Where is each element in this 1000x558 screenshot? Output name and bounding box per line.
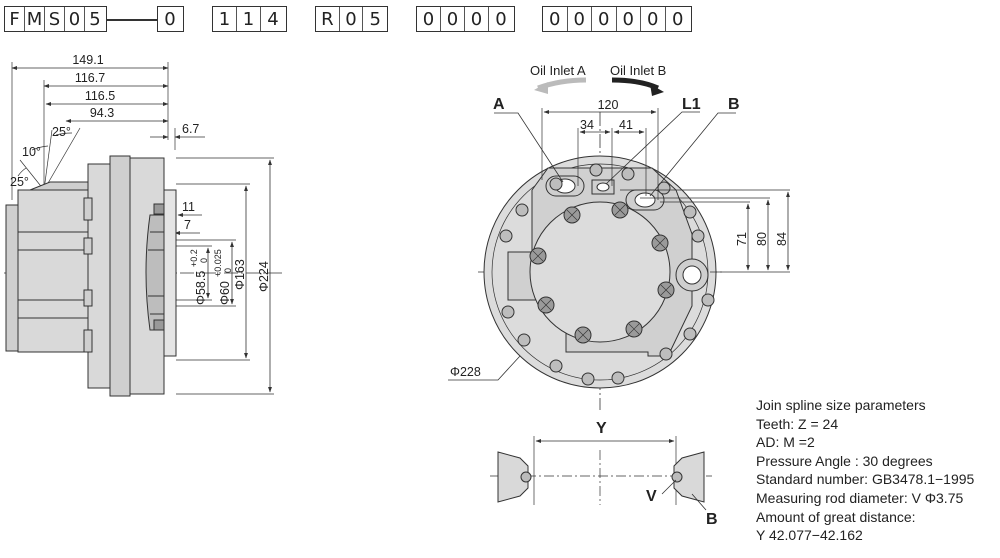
dim-d60-upper: +0.025 <box>213 249 223 277</box>
dim-41: 41 <box>619 118 633 132</box>
code-char: 0 <box>672 8 684 30</box>
dim-6-7: 6.7 <box>182 122 199 136</box>
dim-d228: Φ228 <box>450 365 481 379</box>
dim-d60-base: Φ60 <box>218 281 232 305</box>
code-char: 0 <box>417 7 441 31</box>
spec-teeth: Teeth: Z = 24 <box>756 415 839 432</box>
spec-standard: Standard number: GB3478.1−1995 <box>756 471 975 488</box>
spline-view <box>490 436 712 511</box>
code-char: 0 <box>641 7 666 31</box>
code-char: 1 <box>237 7 261 31</box>
dim-d58-lower: 0 <box>199 258 209 263</box>
oil-inlet-a-label: Oil Inlet A <box>530 63 586 78</box>
code-char: 0 <box>495 8 507 30</box>
code-char: 0 <box>592 7 617 31</box>
code-group-2: 0 <box>157 6 184 32</box>
spec-module: AD: M =2 <box>756 434 815 451</box>
code-char: 0 <box>340 7 364 31</box>
dim-149: 149.1 <box>72 53 103 67</box>
angle-25-top: 25° <box>52 125 71 139</box>
spline-parameters: Join spline size parameters Teeth: Z = 2… <box>756 396 974 545</box>
port-l1-label: L1 <box>682 96 701 113</box>
dim-d58-base: Φ58.5 <box>194 271 208 305</box>
spec-distance-value: Y 42.077−42.162 <box>756 527 863 544</box>
front-view <box>448 77 790 410</box>
code-char: F <box>5 7 25 31</box>
code-char: M <box>25 7 45 31</box>
code-char: 0 <box>164 8 176 30</box>
code-char: 0 <box>441 7 465 31</box>
dim-d60: Φ60 +0.025 0 <box>213 249 233 305</box>
dim-80: 80 <box>755 232 769 246</box>
code-group-1: F M S 0 5 <box>4 6 107 32</box>
code-char: 1 <box>213 7 237 31</box>
code-connector <box>107 19 157 21</box>
code-group-3: 1 1 4 <box>212 6 287 32</box>
dim-d58-upper: +0.2 <box>189 249 199 267</box>
code-char: S <box>45 7 65 31</box>
code-char: 5 <box>89 8 101 30</box>
dim-120: 120 <box>598 98 619 112</box>
dim-116-7: 116.7 <box>75 71 105 85</box>
spec-pressure-angle: Pressure Angle : 30 degrees <box>756 452 933 469</box>
code-group-5: 0 0 0 0 <box>416 6 515 32</box>
spec-distance-title: Amount of great distance: <box>756 508 916 525</box>
code-group-4: R 0 5 <box>315 6 388 32</box>
code-group-6: 0 0 0 0 0 0 <box>542 6 692 32</box>
dim-71: 71 <box>735 232 749 246</box>
spline-y-label: Y <box>596 420 607 437</box>
dim-116-5: 116.5 <box>85 89 115 103</box>
dim-d163: Φ163 <box>233 259 247 290</box>
dim-7: 7 <box>184 218 191 232</box>
front-view-labels: Oil Inlet A Oil Inlet B A L1 B 120 34 41… <box>450 63 789 379</box>
code-char: 0 <box>568 7 592 31</box>
spline-b-label: B <box>706 511 718 528</box>
code-char: 5 <box>369 8 381 30</box>
dim-84: 84 <box>775 232 789 246</box>
angle-25-bottom: 25° <box>10 175 29 189</box>
dim-d60-lower: 0 <box>223 268 233 273</box>
code-char: 4 <box>267 8 279 30</box>
code-char: 0 <box>543 7 568 31</box>
dim-11: 11 <box>182 200 195 214</box>
port-b-label: B <box>728 96 740 113</box>
code-char: 0 <box>465 7 489 31</box>
oil-inlet-b-label: Oil Inlet B <box>610 63 666 78</box>
code-char: 0 <box>65 7 85 31</box>
spline-v-label: V <box>646 488 657 505</box>
spec-title: Join spline size parameters <box>756 397 926 413</box>
spline-view-labels: Y V B <box>596 420 718 528</box>
side-view-labels: 149.1 116.7 116.5 94.3 6.7 11 7 10° 25° … <box>10 53 271 305</box>
port-a-label: A <box>493 96 505 113</box>
spec-rod-diameter: Measuring rod diameter: V Φ3.75 <box>756 489 964 506</box>
dim-94: 94.3 <box>90 106 114 120</box>
dim-d224: Φ224 <box>257 261 271 292</box>
angle-10: 10° <box>22 145 41 159</box>
dim-d58: Φ58.5 +0.2 0 <box>189 249 209 305</box>
code-char: R <box>316 7 340 31</box>
dim-34: 34 <box>580 118 594 132</box>
code-char: 0 <box>617 7 641 31</box>
side-view <box>4 62 282 397</box>
